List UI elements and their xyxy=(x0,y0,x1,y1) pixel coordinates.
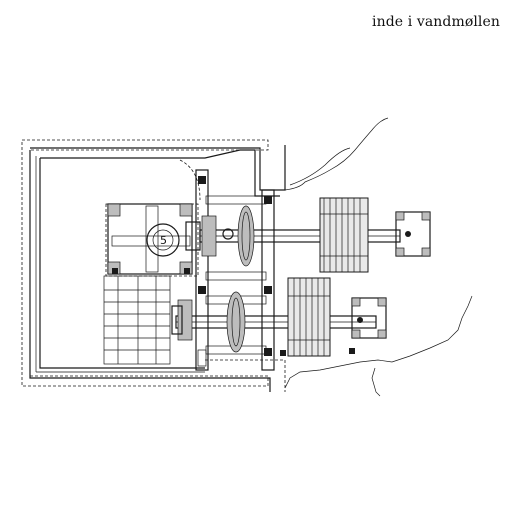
lower-shaft xyxy=(171,291,377,353)
upper-water-wheel xyxy=(319,197,431,273)
caption-title: inde i vandmøllen xyxy=(372,14,501,30)
upper-shaft xyxy=(185,205,401,267)
staircase xyxy=(103,159,201,365)
corner-posts xyxy=(112,268,207,367)
riverbank xyxy=(284,117,473,397)
lower-water-wheel xyxy=(287,277,387,357)
plan-label: 5 xyxy=(160,234,167,247)
millstone-frame xyxy=(107,203,193,275)
